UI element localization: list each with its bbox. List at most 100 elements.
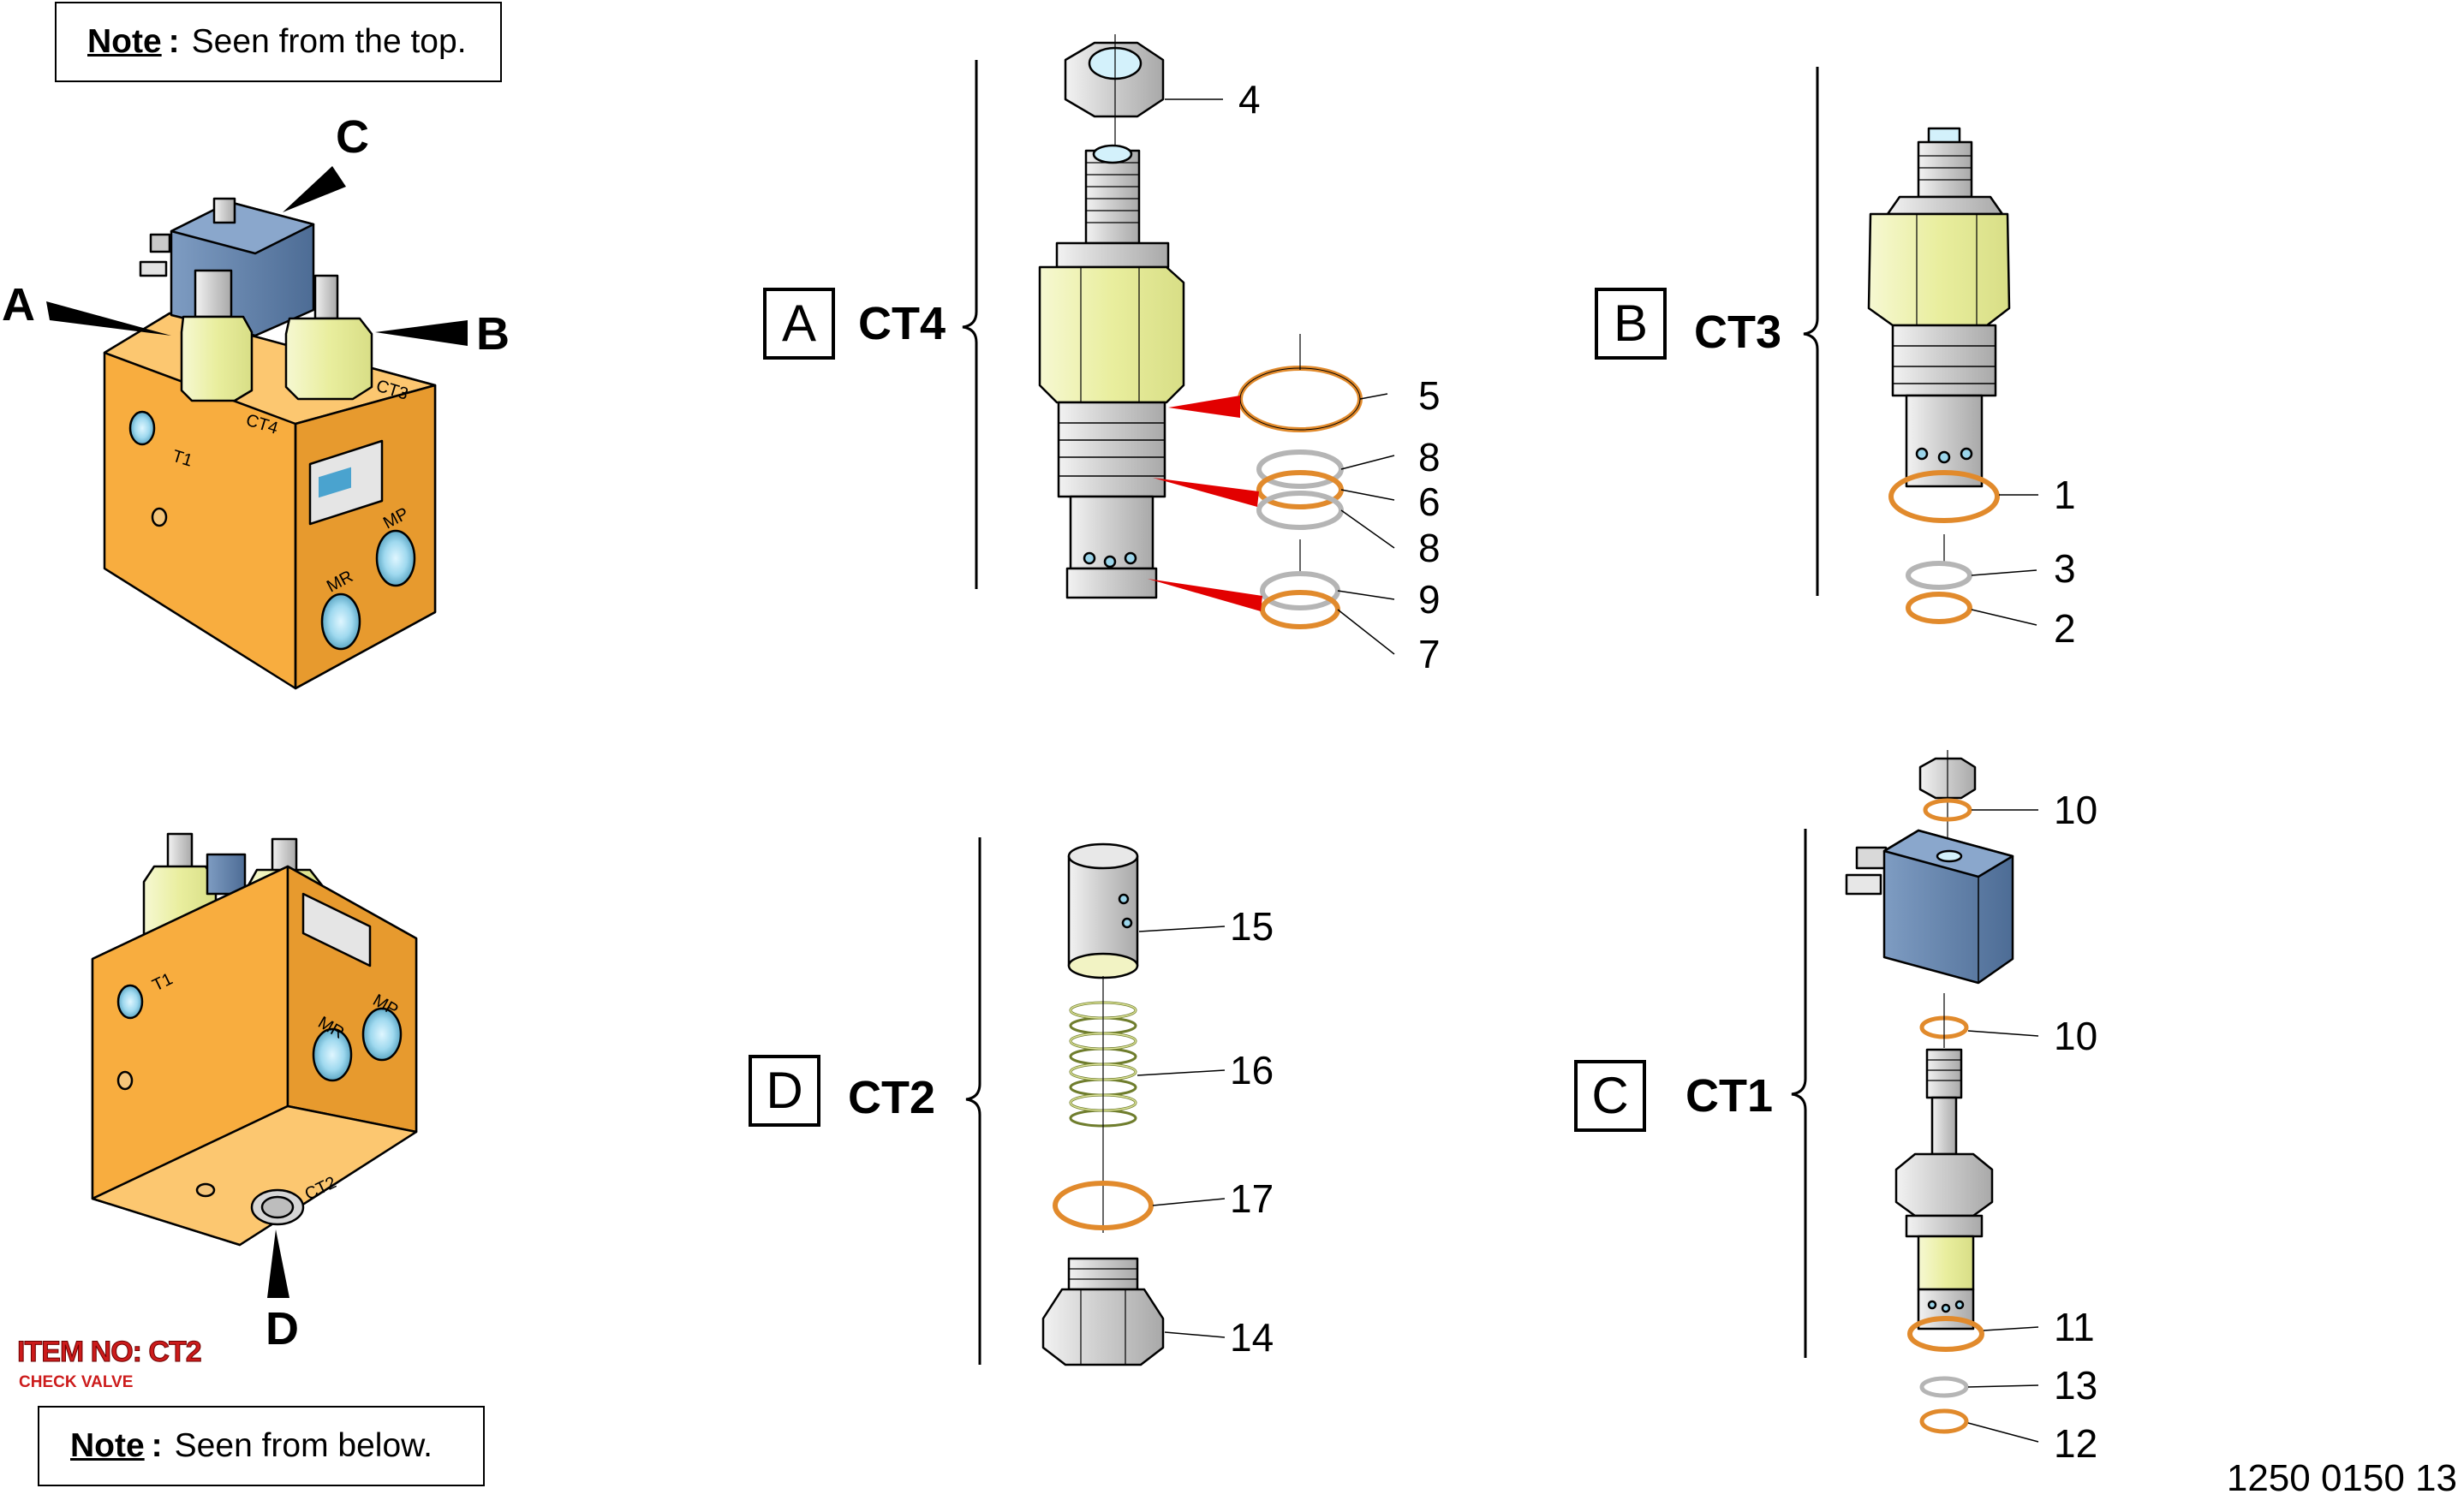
- cartridge-a: [180, 315, 254, 402]
- brace-ct1: [1791, 829, 1807, 1358]
- ct2-exploded: [1041, 842, 1165, 1366]
- cartridge-b: [284, 317, 373, 401]
- part-number: 1: [2054, 473, 2076, 517]
- ct1-exploded: [1845, 750, 2014, 1434]
- ct4-backup-ring-8b: [1256, 491, 1344, 530]
- note-separator: :: [151, 1427, 163, 1464]
- group-name-ct2: CT2: [848, 1072, 935, 1123]
- mounting-hole: [151, 507, 168, 527]
- part-number: 10: [2054, 788, 2097, 832]
- block-bottom-face: [91, 1104, 418, 1247]
- block-top-view: [103, 197, 437, 690]
- part-number: 8: [1418, 526, 1441, 570]
- callout-letters-top: A B C: [2, 111, 510, 360]
- ct3-part-numbers: 1 3 2: [2054, 473, 2076, 651]
- ct1-hex: [1894, 1152, 1994, 1217]
- port-mr: [320, 592, 361, 651]
- callout-b: B: [476, 308, 510, 360]
- ct2-part-numbers: 15 16 17 14: [1230, 904, 1274, 1360]
- group-letter-c: C: [1591, 1067, 1628, 1124]
- ct2-callouts: [1137, 926, 1226, 1338]
- ct1-part-numbers: 10 10 11 13 12: [2054, 788, 2097, 1466]
- part-number: 10: [2054, 1014, 2097, 1058]
- pointer-d: [267, 1229, 289, 1298]
- pointer-arrows-top: [46, 166, 468, 346]
- cartridge-a-stem: [194, 269, 233, 318]
- part-number: 12: [2054, 1421, 2097, 1466]
- ct1-oring-11: [1907, 1316, 1984, 1352]
- group-box-d: [749, 1055, 820, 1127]
- note-keyword: Note: [87, 23, 162, 60]
- ct3-oring-2: [1906, 592, 1972, 624]
- brace-ct3: [1803, 67, 1819, 596]
- group-box-b: [1595, 288, 1667, 360]
- part-number: 17: [1230, 1176, 1274, 1221]
- note-text: Seen from the top.: [191, 23, 467, 60]
- ct3-backup-ring-3: [1906, 561, 1972, 590]
- callout-d: D: [265, 1303, 299, 1354]
- group-letter-a: A: [782, 295, 816, 352]
- group-letter-d: D: [766, 1062, 802, 1119]
- note-top: Note : Seen from the top.: [55, 2, 502, 82]
- block-bottom-view: [91, 832, 418, 1247]
- ct3-exploded: [1867, 127, 2011, 624]
- part-number: 16: [1230, 1048, 1274, 1092]
- block-side-face: [294, 384, 437, 690]
- cartridge-b-stem: [313, 274, 339, 320]
- ct3-lower-body: [1891, 324, 1997, 397]
- document-number: 1250 0150 13: [2226, 1457, 2457, 1499]
- port-mp-bottom: [361, 1007, 403, 1062]
- ct4-oring-6: [1256, 470, 1344, 509]
- callout-a: A: [2, 279, 35, 330]
- note-bottom: Note : Seen from below.: [38, 1406, 485, 1486]
- ct1-oring-12: [1919, 1408, 1969, 1434]
- ct4-backup-ring-8a: [1256, 449, 1344, 489]
- ct4-red-leaders: [1148, 396, 1262, 611]
- pointer-c: [283, 166, 346, 212]
- note-separator: :: [168, 23, 180, 60]
- part-number: 4: [1238, 77, 1261, 122]
- ct1-body: [1917, 1235, 1975, 1291]
- group-letter-b: B: [1614, 295, 1648, 352]
- label-plate-bottom: [301, 892, 372, 967]
- note-keyword: Note: [70, 1427, 145, 1464]
- group-box-a: [763, 288, 835, 360]
- ct4-body: [1038, 265, 1185, 404]
- part-number: 9: [1418, 577, 1441, 622]
- part-number: 3: [2054, 546, 2076, 591]
- brace-ct4: [962, 60, 978, 589]
- group-braces: [962, 60, 1819, 1365]
- part-number: 11: [2054, 1305, 2095, 1349]
- ct4-part-numbers: 4 5 8 6 8 9 7: [1238, 77, 1441, 676]
- port-t1: [128, 410, 156, 446]
- group-name-ct1: CT1: [1685, 1070, 1773, 1122]
- port-t1-bottom: [116, 984, 144, 1020]
- part-number: 8: [1418, 435, 1441, 479]
- part-number: 7: [1418, 632, 1441, 676]
- group-box-c: [1574, 1060, 1646, 1132]
- part-number: 5: [1418, 373, 1441, 418]
- item-description: CHECK VALVE: [19, 1373, 134, 1391]
- ct2-seal-17: [1053, 1181, 1154, 1230]
- ct2-poppet: [1067, 854, 1139, 967]
- ct3-callouts: [1971, 494, 2038, 626]
- callout-c: C: [336, 111, 369, 163]
- item-number: ITEM NO: CT2: [17, 1336, 203, 1369]
- ct4-stem: [1084, 149, 1141, 245]
- part-number: 14: [1230, 1315, 1274, 1360]
- ct4-callouts: [1165, 98, 1395, 655]
- part-number: 6: [1418, 479, 1441, 524]
- ct1-oring-10a: [1923, 798, 1972, 822]
- ct4-lower-body: [1057, 401, 1166, 498]
- ct2-plug-14: [1041, 1288, 1165, 1366]
- ct3-oring-1: [1888, 470, 2000, 523]
- ct3-body: [1867, 212, 2011, 327]
- group-name-ct4: CT4: [858, 298, 946, 349]
- port-mp: [375, 529, 416, 587]
- part-number: 2: [2054, 606, 2076, 651]
- part-number: 15: [1230, 904, 1274, 949]
- note-text: Seen from below.: [174, 1427, 433, 1464]
- port-mr-bottom: [312, 1027, 353, 1082]
- ct4-exploded: [1038, 34, 1363, 629]
